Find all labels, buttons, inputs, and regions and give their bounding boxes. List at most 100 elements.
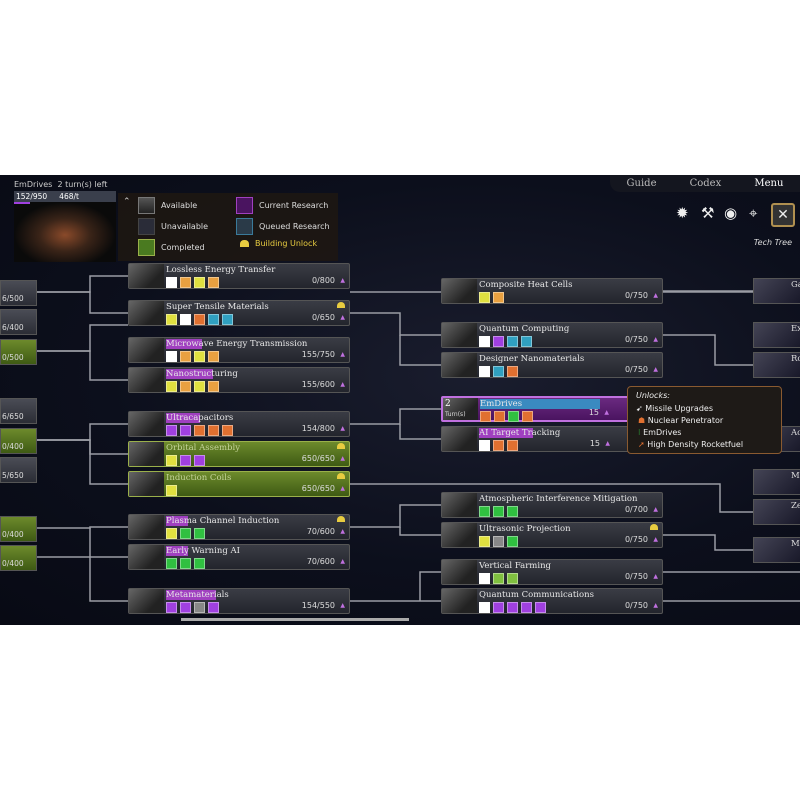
unlock-icon[interactable]: [208, 602, 219, 613]
offscreen-tech-node[interactable]: 5/650: [0, 457, 37, 483]
unlock-icon[interactable]: [493, 536, 504, 547]
unlock-icon[interactable]: [222, 314, 233, 325]
unlock-icon[interactable]: [194, 455, 205, 466]
unlock-icon[interactable]: [166, 314, 177, 325]
unlock-icon[interactable]: [194, 558, 205, 569]
unlock-icon[interactable]: [194, 528, 205, 539]
unlock-icon[interactable]: [507, 440, 518, 451]
unlock-icon[interactable]: [222, 425, 233, 436]
horizontal-scrollbar[interactable]: [181, 618, 409, 621]
offscreen-tech-node[interactable]: 0/400: [0, 545, 37, 571]
unlock-icon[interactable]: [479, 440, 490, 451]
hammer-icon[interactable]: ⚒: [701, 204, 715, 222]
unlock-icon[interactable]: [208, 351, 219, 362]
unlock-icon[interactable]: [180, 277, 191, 288]
offscreen-tech-node[interactable]: 0/500: [0, 339, 37, 365]
unlock-icon[interactable]: [507, 536, 518, 547]
unlock-icon[interactable]: [180, 351, 191, 362]
offscreen-tech-node[interactable]: M: [753, 537, 800, 563]
offscreen-tech-node[interactable]: 6/500: [0, 280, 37, 306]
unlock-icon[interactable]: [479, 536, 490, 547]
unlock-icon[interactable]: [166, 277, 177, 288]
unlock-icon[interactable]: [479, 506, 490, 517]
unlock-icon[interactable]: [493, 336, 504, 347]
unlock-icon[interactable]: [208, 277, 219, 288]
unlock-icon[interactable]: [493, 602, 504, 613]
unlock-icon[interactable]: [194, 381, 205, 392]
offscreen-tech-node[interactable]: Ga: [753, 278, 800, 304]
unlock-icon[interactable]: [194, 351, 205, 362]
unlock-icon[interactable]: [508, 411, 519, 422]
unlock-icon[interactable]: [180, 314, 191, 325]
unlock-icon[interactable]: [493, 366, 504, 377]
eye-icon[interactable]: ◉: [724, 204, 738, 222]
offscreen-tech-node[interactable]: Ze: [753, 499, 800, 525]
unlock-icon[interactable]: [194, 425, 205, 436]
offscreen-tech-node[interactable]: 6/650: [0, 398, 37, 424]
unlock-icon[interactable]: [166, 425, 177, 436]
unlock-icon[interactable]: [480, 411, 491, 422]
unlock-icon[interactable]: [507, 506, 518, 517]
unlock-icon[interactable]: [479, 336, 490, 347]
unlock-icon[interactable]: [208, 425, 219, 436]
unlock-icon[interactable]: [166, 351, 177, 362]
unlock-icon[interactable]: [180, 455, 191, 466]
unlock-icon[interactable]: [180, 528, 191, 539]
unlock-icon[interactable]: [521, 336, 532, 347]
unlock-icon[interactable]: [208, 381, 219, 392]
unlock-icon[interactable]: [208, 314, 219, 325]
collapse-icon[interactable]: ⌃: [123, 197, 131, 207]
tech-tree-icon[interactable]: ✕: [771, 203, 795, 227]
unlock-icon[interactable]: [166, 455, 177, 466]
unlock-icon[interactable]: [493, 440, 504, 451]
unlock-icon[interactable]: [166, 528, 177, 539]
unlock-icon[interactable]: [535, 602, 546, 613]
unlock-icon[interactable]: [507, 366, 518, 377]
unlock-icon[interactable]: [494, 411, 505, 422]
unlock-icon[interactable]: [166, 558, 177, 569]
sun-icon[interactable]: ✹: [676, 204, 689, 222]
unlock-icon[interactable]: [479, 602, 490, 613]
crosshair-icon[interactable]: ⌖: [749, 204, 758, 222]
unlock-icon[interactable]: [479, 292, 490, 303]
codex-button[interactable]: Codex: [689, 178, 722, 189]
unlock-icon[interactable]: [180, 602, 191, 613]
unlock-icon[interactable]: [521, 602, 532, 613]
unlock-icon[interactable]: [180, 381, 191, 392]
unlock-icon[interactable]: [507, 336, 518, 347]
unlock-icon[interactable]: [493, 506, 504, 517]
unlock-icon[interactable]: [194, 277, 205, 288]
unlock-icon[interactable]: [493, 292, 504, 303]
offscreen-tech-node[interactable]: 0/400: [0, 428, 37, 454]
unlock-icon[interactable]: [194, 602, 205, 613]
unlock-icon[interactable]: [479, 573, 490, 584]
unlock-icon[interactable]: [166, 602, 177, 613]
unlock-icon[interactable]: [507, 602, 518, 613]
offscreen-tech-node[interactable]: Ex: [753, 322, 800, 348]
unlock-icon[interactable]: [166, 485, 177, 496]
unlock-icon[interactable]: [180, 425, 191, 436]
offscreen-tech-node[interactable]: M: [753, 469, 800, 495]
unlock-icon[interactable]: [479, 366, 490, 377]
unlock-icon[interactable]: [522, 411, 533, 422]
unlock-icon[interactable]: [180, 558, 191, 569]
